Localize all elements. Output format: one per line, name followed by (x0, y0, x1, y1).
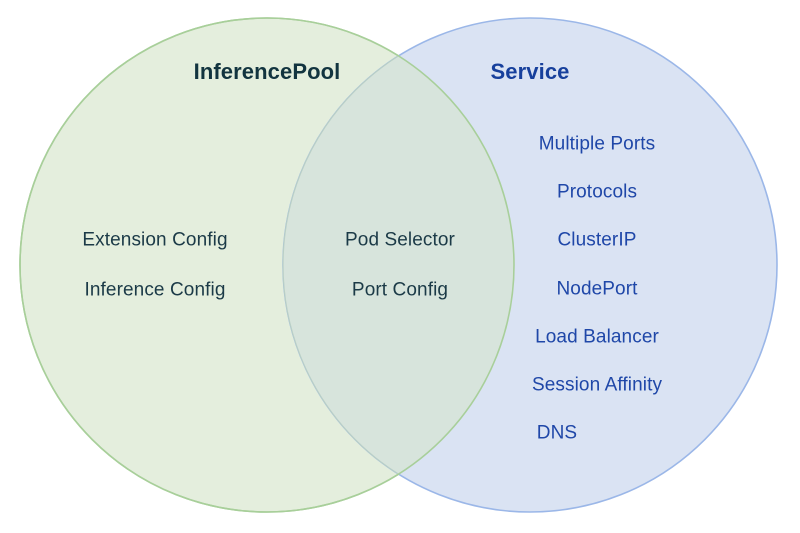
right-set-item: ClusterIP (557, 229, 637, 251)
left-set-item: Inference Config (84, 279, 226, 301)
intersection-item: Port Config (351, 279, 449, 301)
right-set-item: Multiple Ports (538, 133, 656, 155)
right-set-item: Session Affinity (531, 374, 663, 396)
right-set-item: NodePort (556, 278, 638, 300)
right-set-item: Protocols (556, 181, 638, 203)
right-set-item: Load Balancer (535, 326, 659, 348)
intersection-item: Pod Selector (345, 229, 455, 251)
left-circle-outline (19, 17, 515, 513)
right-set-title: Service (490, 58, 570, 84)
left-set-item: Extension Config (82, 229, 228, 251)
intersection-region (282, 18, 514, 512)
right-set-item: DNS (536, 422, 578, 444)
left-set-title: InferencePool (193, 58, 341, 84)
